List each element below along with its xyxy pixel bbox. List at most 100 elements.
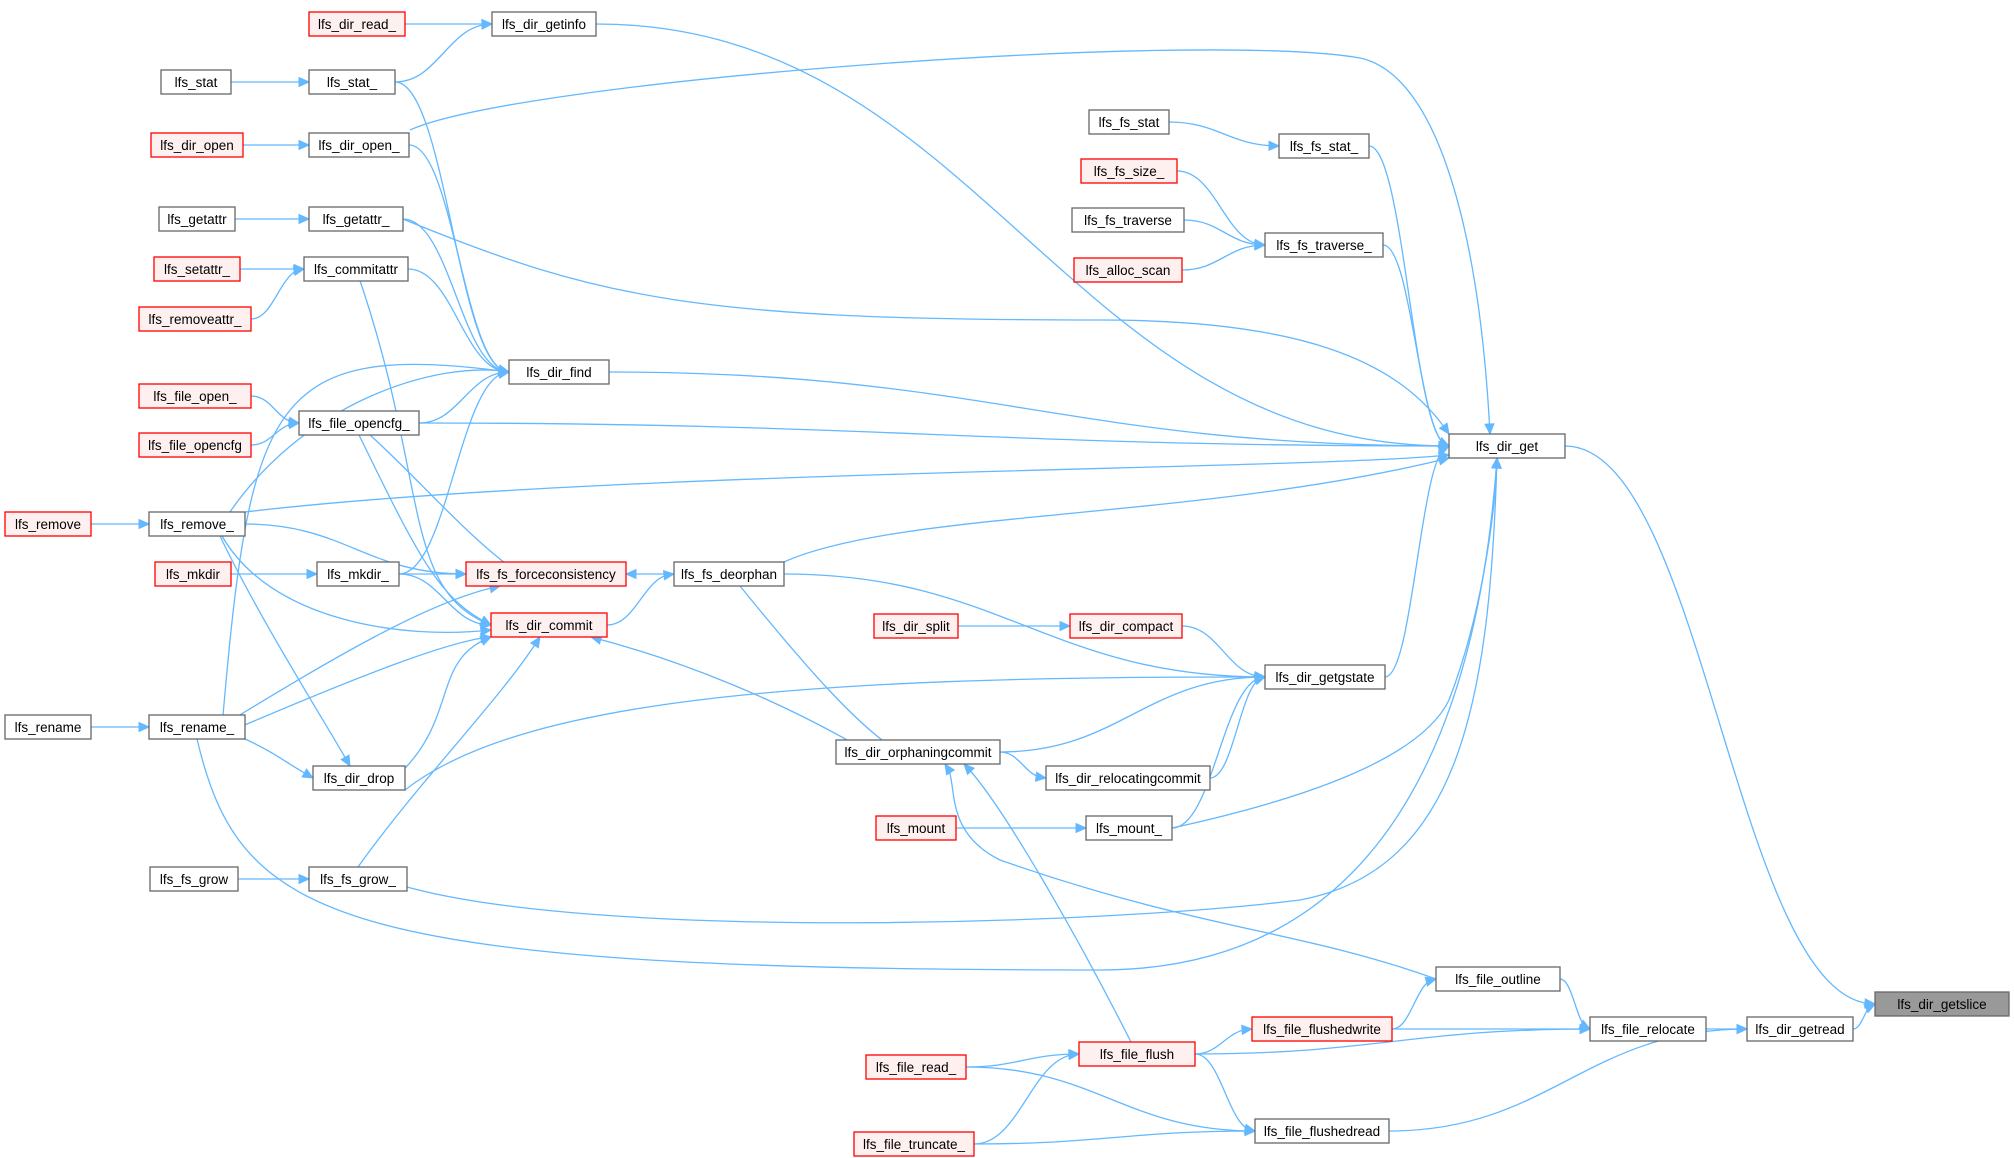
node-box xyxy=(508,359,610,385)
node-rename-[interactable]: lfs_rename_ xyxy=(148,714,246,740)
edge-remove-to-remove_ xyxy=(91,518,151,530)
node-label: lfs_mkdir_ xyxy=(327,567,389,582)
arrowhead xyxy=(298,873,311,885)
node-box xyxy=(1078,1041,1196,1067)
node-getattr[interactable]: lfs_getattr xyxy=(158,206,236,232)
node-box xyxy=(873,613,959,639)
node-label: lfs_file_truncate_ xyxy=(863,1137,966,1152)
edge-file_flush-to-file_flushedread xyxy=(1194,1053,1257,1134)
node-file-read-[interactable]: lfs_file_read_ xyxy=(865,1054,967,1080)
node-label: lfs_remove xyxy=(15,517,81,532)
node-file-truncate-[interactable]: lfs_file_truncate_ xyxy=(853,1131,975,1157)
node-dir-getread[interactable]: lfs_dir_getread xyxy=(1746,1016,1854,1042)
node-label: lfs_stat xyxy=(175,75,218,90)
node-getattr-[interactable]: lfs_getattr_ xyxy=(308,206,404,232)
node-box xyxy=(158,206,236,232)
edge-removeattr_-to-commitattr xyxy=(250,265,306,320)
edge-fs_grow-to-fs_grow_ xyxy=(238,873,311,885)
node-box xyxy=(1254,1118,1390,1144)
call-graph-nodes: lfs_dir_getslice lfs_dir_getread lfs_dir_g… xyxy=(4,11,2010,1157)
node-fs-traverse[interactable]: lfs_fs_traverse xyxy=(1071,207,1185,233)
node-dir-getslice[interactable]: lfs_dir_getslice xyxy=(1874,991,2010,1017)
node-label: lfs_fs_grow xyxy=(160,872,229,887)
arrowhead xyxy=(944,762,956,776)
node-file-flush[interactable]: lfs_file_flush xyxy=(1078,1041,1196,1067)
node-file-opencfg-[interactable]: lfs_file_opencfg_ xyxy=(298,410,420,436)
node-file-open-[interactable]: lfs_file_open_ xyxy=(138,383,252,409)
node-remove-[interactable]: lfs_remove_ xyxy=(148,511,246,537)
node-alloc-scan[interactable]: lfs_alloc_scan xyxy=(1073,257,1183,283)
node-label: lfs_getattr xyxy=(167,212,227,227)
edge-dir_orphaningcommit-to-dir_commit xyxy=(589,634,869,753)
node-mkdir-[interactable]: lfs_mkdir_ xyxy=(316,561,400,587)
node-file-opencfg[interactable]: lfs_file_opencfg xyxy=(138,432,252,458)
node-file-outline[interactable]: lfs_file_outline xyxy=(1435,966,1561,992)
node-box xyxy=(312,765,406,791)
node-commitattr[interactable]: lfs_commitattr xyxy=(303,256,409,282)
node-dir-commit[interactable]: lfs_dir_commit xyxy=(490,612,608,638)
node-label: lfs_stat_ xyxy=(327,75,378,90)
node-dir-read-[interactable]: lfs_dir_read_ xyxy=(308,11,406,37)
node-setattr-[interactable]: lfs_setattr_ xyxy=(153,256,241,282)
node-dir-find[interactable]: lfs_dir_find xyxy=(508,359,610,385)
node-box xyxy=(316,561,400,587)
edge-dir_open_-to-dir_get xyxy=(409,49,1495,436)
arrowhead xyxy=(624,568,637,580)
node-rename[interactable]: lfs_rename xyxy=(4,714,92,740)
node-dir-relocatingcommit[interactable]: lfs_dir_relocatingcommit xyxy=(1045,765,1211,791)
edge-file_read_-to-file_flushedread xyxy=(965,1066,1257,1137)
edge-dir_split-to-dir_compact xyxy=(958,620,1072,632)
node-fs-stat-[interactable]: lfs_fs_stat_ xyxy=(1278,133,1370,159)
arrowhead xyxy=(479,636,493,646)
node-file-flushedwrite[interactable]: lfs_file_flushedwrite xyxy=(1251,1016,1393,1042)
node-mount[interactable]: lfs_mount xyxy=(875,815,957,841)
node-box xyxy=(1251,1016,1393,1042)
node-removeattr-[interactable]: lfs_removeattr_ xyxy=(138,306,252,332)
node-label: lfs_dir_open_ xyxy=(318,138,400,153)
node-box xyxy=(298,410,420,436)
arrowhead xyxy=(138,721,151,733)
node-label: lfs_file_open_ xyxy=(153,389,237,404)
node-box xyxy=(1069,613,1183,639)
node-fs-grow-[interactable]: lfs_fs_grow_ xyxy=(308,866,408,892)
edge-dir_commit-to-fs_deorphan xyxy=(606,569,676,626)
node-fs-traverse-[interactable]: lfs_fs_traverse_ xyxy=(1264,232,1384,258)
node-dir-split[interactable]: lfs_dir_split xyxy=(873,613,959,639)
node-remove[interactable]: lfs_remove xyxy=(4,511,92,537)
edge-fs_stat-to-fs_stat_ xyxy=(1168,121,1281,152)
node-dir-getgstate[interactable]: lfs_dir_getgstate xyxy=(1264,664,1386,690)
arrowhead xyxy=(455,568,468,580)
node-box xyxy=(1071,207,1185,233)
node-mkdir[interactable]: lfs_mkdir xyxy=(154,561,232,587)
node-file-flushedread[interactable]: lfs_file_flushedread xyxy=(1254,1118,1390,1144)
node-dir-getinfo[interactable]: lfs_dir_getinfo xyxy=(491,11,597,37)
arrowhead xyxy=(1579,1023,1592,1035)
node-fs-forceconsistency[interactable]: lfs_fs_forceconsistency xyxy=(465,561,627,587)
node-dir-compact[interactable]: lfs_dir_compact xyxy=(1069,613,1183,639)
edge-remove_-to-dir_commit xyxy=(221,535,493,637)
node-mount-[interactable]: lfs_mount_ xyxy=(1085,815,1173,841)
node-fs-stat[interactable]: lfs_fs_stat xyxy=(1088,109,1170,135)
arrowhead xyxy=(1437,445,1451,456)
node-fs-size-[interactable]: lfs_fs_size_ xyxy=(1080,158,1178,184)
node-dir-orphaningcommit[interactable]: lfs_dir_orphaningcommit xyxy=(835,739,1001,765)
node-label: lfs_setattr_ xyxy=(164,262,231,277)
node-box xyxy=(138,432,252,458)
arrowhead xyxy=(288,418,301,430)
node-label: lfs_commitattr xyxy=(314,262,399,277)
node-fs-deorphan[interactable]: lfs_fs_deorphan xyxy=(673,561,785,587)
arrowhead xyxy=(480,625,493,637)
node-dir-drop[interactable]: lfs_dir_drop xyxy=(312,765,406,791)
node-stat[interactable]: lfs_stat xyxy=(160,69,232,95)
node-file-relocate[interactable]: lfs_file_relocate xyxy=(1589,1016,1707,1042)
node-dir-open[interactable]: lfs_dir_open xyxy=(150,132,244,158)
node-fs-grow[interactable]: lfs_fs_grow xyxy=(149,866,239,892)
node-box xyxy=(138,306,252,332)
arrowhead xyxy=(1068,1049,1081,1061)
node-stat-[interactable]: lfs_stat_ xyxy=(308,69,396,95)
node-label: lfs_file_flushedread xyxy=(1264,1124,1380,1139)
node-dir-open-[interactable]: lfs_dir_open_ xyxy=(308,132,410,158)
node-dir-get[interactable]: lfs_dir_get xyxy=(1448,433,1566,459)
edge-fs_deorphan-to-dir_orphaningcommit xyxy=(739,585,902,753)
node-label: lfs_dir_getinfo xyxy=(502,17,586,32)
